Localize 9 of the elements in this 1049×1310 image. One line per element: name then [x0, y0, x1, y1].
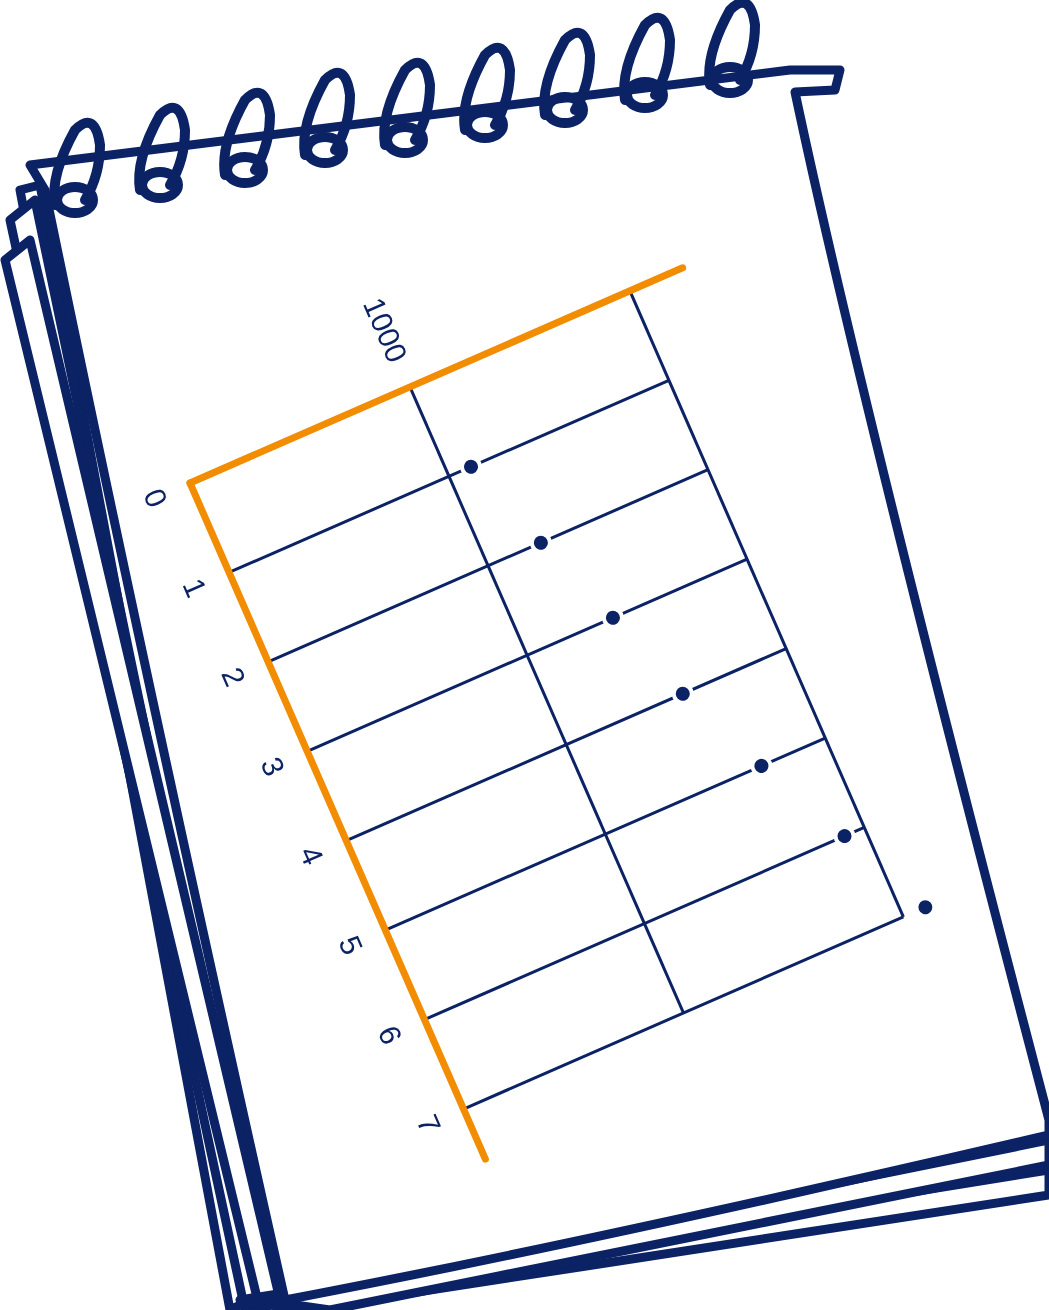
- axis-tick-label: 1: [177, 574, 212, 602]
- axis-tick-label: 4: [294, 842, 329, 870]
- axis-tick-label: 0: [138, 484, 173, 512]
- axis-tick-label: 2: [216, 663, 251, 691]
- axis-tick-label: 1000: [358, 293, 413, 367]
- axis-tick-label: 3: [255, 752, 290, 781]
- axis-tick-label: 5: [333, 931, 368, 960]
- axis-tick-label: 7: [411, 1110, 446, 1138]
- axis-tick-label: 6: [372, 1021, 407, 1049]
